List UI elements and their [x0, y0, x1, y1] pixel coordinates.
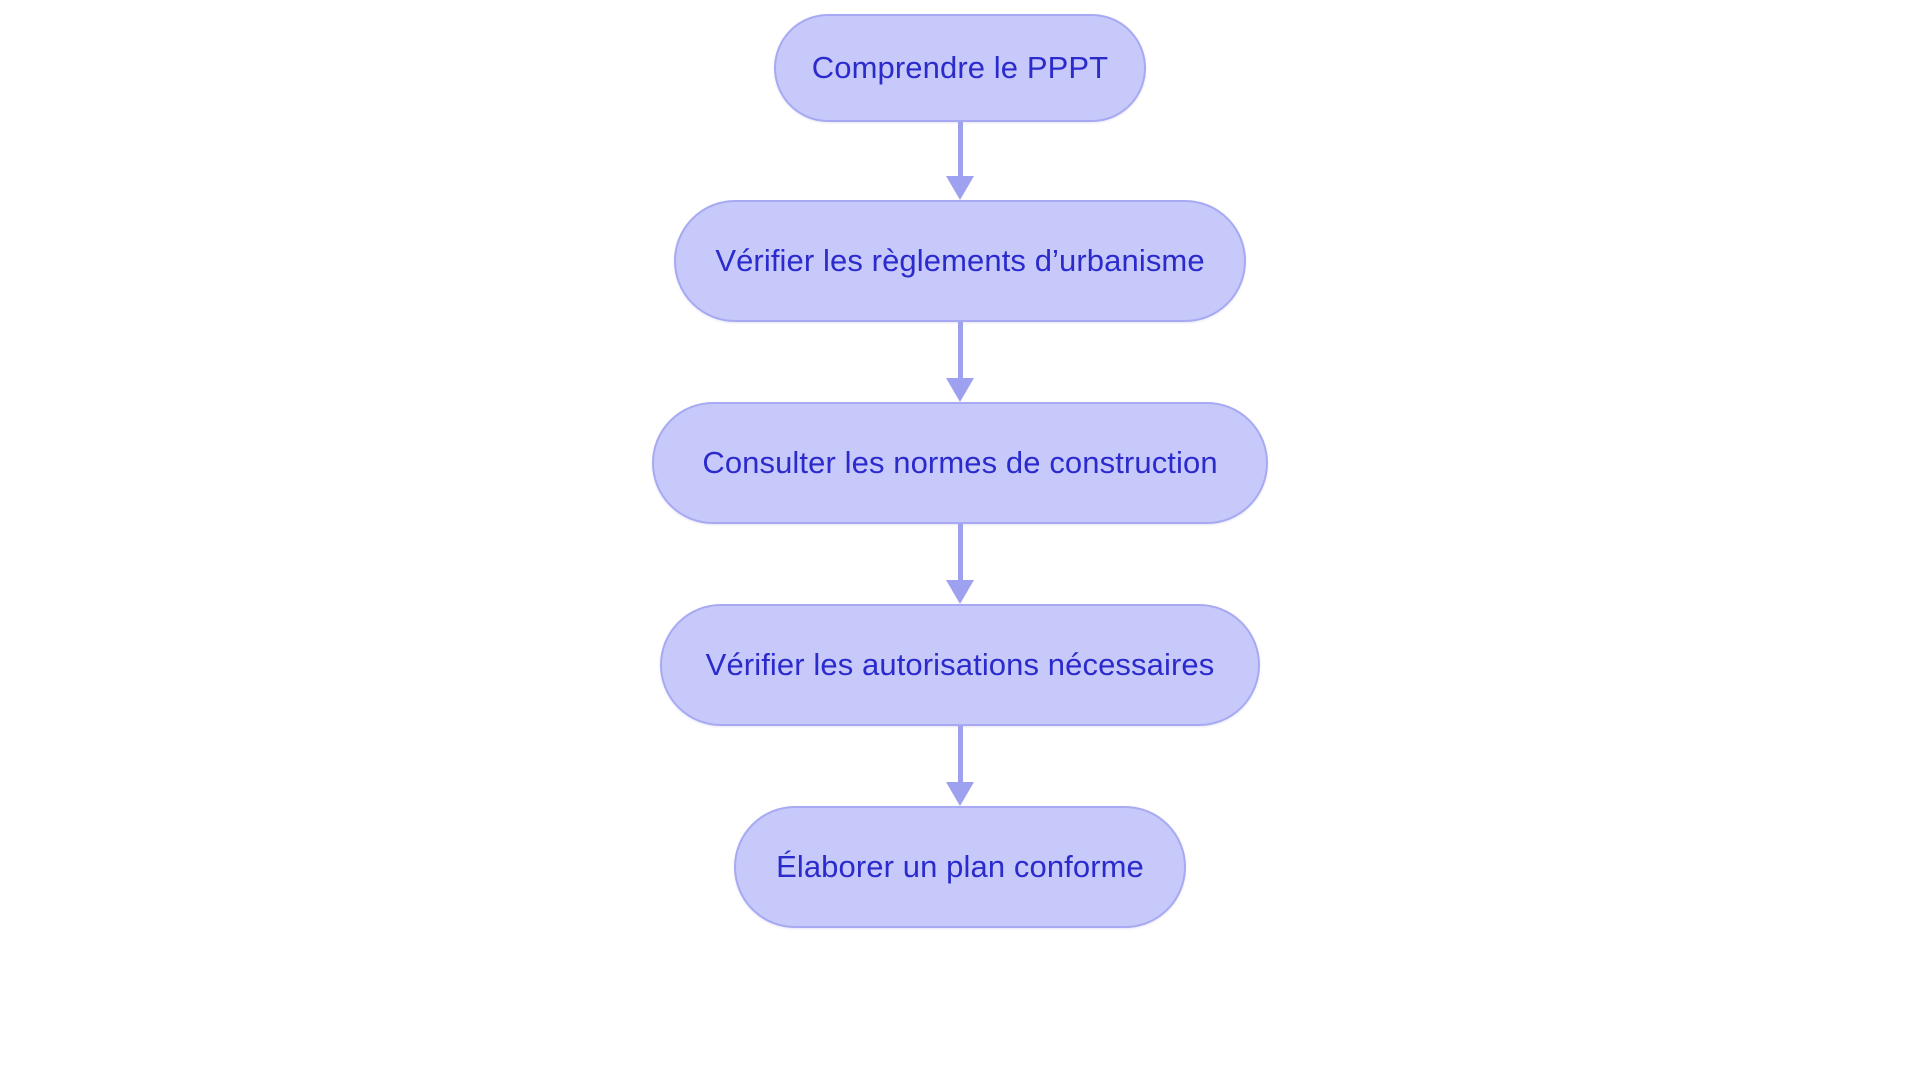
connector-shaft — [957, 726, 963, 782]
flow-node-elaborer-un-plan-conforme[interactable]: Élaborer un plan conforme — [734, 806, 1186, 928]
flow-node-label: Consulter les normes de construction — [702, 445, 1218, 480]
flow-node-label: Comprendre le PPPT — [811, 50, 1109, 85]
flow-node-label: Vérifier les autorisations nécessaires — [705, 647, 1215, 682]
arrow-down-icon — [946, 176, 974, 200]
flow-connector-2-to-3 — [945, 524, 975, 604]
arrow-down-icon — [946, 782, 974, 806]
flow-connector-0-to-1 — [945, 122, 975, 200]
flow-node-verifier-les-reglements-durbanisme[interactable]: Vérifier les règlements d’urbanisme — [674, 200, 1246, 322]
arrow-down-icon — [946, 580, 974, 604]
flow-node-verifier-les-autorisations-necessaires[interactable]: Vérifier les autorisations nécessaires — [660, 604, 1260, 726]
connector-shaft — [957, 122, 963, 176]
flow-connector-3-to-4 — [945, 726, 975, 806]
flow-node-label: Élaborer un plan conforme — [776, 849, 1144, 884]
flow-node-comprendre-le-pppt[interactable]: Comprendre le PPPT — [774, 14, 1146, 122]
connector-shaft — [957, 322, 963, 378]
connector-shaft — [957, 524, 963, 580]
flow-node-consulter-les-normes-de-construction[interactable]: Consulter les normes de construction — [652, 402, 1268, 524]
arrow-down-icon — [946, 378, 974, 402]
flow-connector-1-to-2 — [945, 322, 975, 402]
flow-node-label: Vérifier les règlements d’urbanisme — [715, 243, 1205, 278]
